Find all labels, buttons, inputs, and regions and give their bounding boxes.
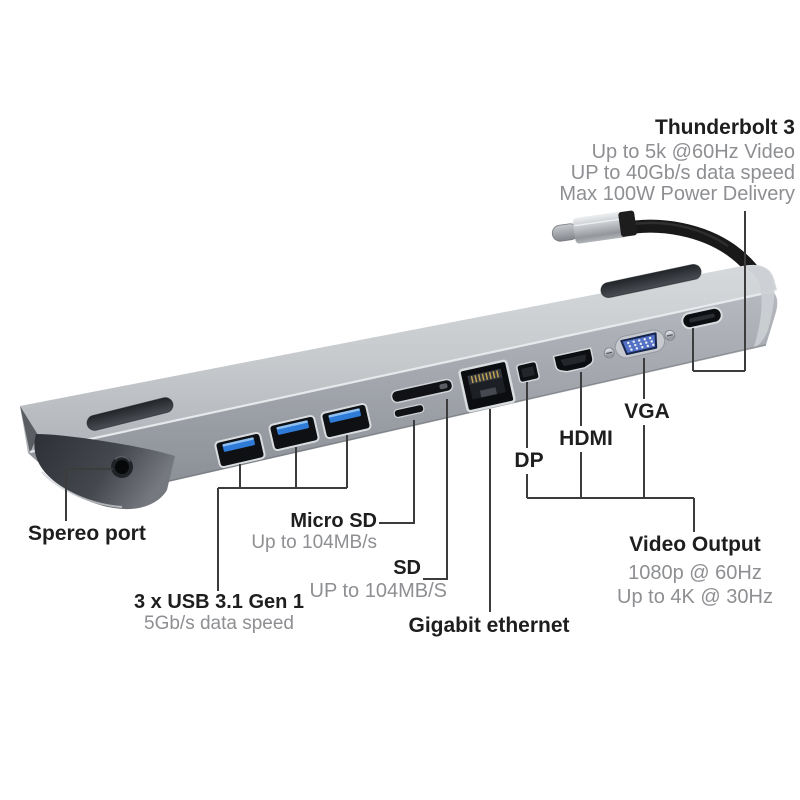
stereo-jack-port [111,455,133,478]
micro-sd-title: Micro SD [290,510,377,532]
grip-recess-right [600,263,702,299]
callout-line-video-output [527,497,695,532]
thunderbolt-spec-1: Up to 5k @60Hz Video [591,141,795,163]
mini-displayport-port [516,360,540,384]
label-dp: DP [504,448,554,474]
video-output-spec-2: Up to 4K @ 30Hz [617,586,773,608]
left-side-edge [20,406,38,453]
usb-a-port-2 [268,414,320,452]
usb-a-port-3 [320,402,372,440]
video-output-spec-1: 1080p @ 60Hz [628,562,762,584]
callout-line-sd [423,399,448,580]
micro-sd-slot [393,403,425,419]
usb-c-port [681,306,723,330]
label-ethernet: Gigabit ethernet [408,614,570,637]
video-output-title: Video Output [629,533,761,556]
ethernet-port [458,359,516,413]
thunderbolt-spec-3: Max 100W Power Delivery [559,183,795,205]
label-micro-sd: Micro SD Up to 104MB/s [227,510,377,553]
grip-recess-left [86,397,174,431]
label-sd: SD [393,557,421,579]
right-end-cap [743,265,775,347]
hdmi-port [552,347,594,373]
usb-a-port-1 [214,431,266,469]
callout-line-usb [217,435,348,591]
micro-sd-subtitle: Up to 104MB/s [251,532,377,553]
label-vga: VGA [618,399,676,425]
label-usb: 3 x USB 3.1 Gen 1 5Gb/s data speed [119,591,319,634]
usb-c-connector [551,210,637,244]
label-hdmi: HDMI [548,426,624,452]
label-stereo-port: Spereo port [28,522,146,545]
device-body [20,263,778,510]
sd-card-slot [390,378,454,404]
vga-port [603,329,676,359]
usb-subtitle: 5Gb/s data speed [144,613,294,634]
top-face [20,264,777,453]
front-top-highlight [29,289,776,454]
usb-title: 3 x USB 3.1 Gen 1 [133,591,305,613]
label-video-output: Video Output 1080p @ 60Hz Up to 4K @ 30H… [595,533,795,609]
label-sd-subtitle: UP to 104MB/S [309,580,447,602]
thunderbolt-spec-2: UP to 40Gb/s data speed [570,162,795,184]
callout-line-stereo [65,468,113,521]
label-thunderbolt: Thunderbolt 3 Up to 5k @60Hz Video UP to… [545,116,795,205]
callout-line-micro-sd [379,420,415,524]
bottom-shade [164,344,767,483]
thunderbolt-title: Thunderbolt 3 [655,116,795,139]
callout-line-thunderbolt [692,211,746,372]
left-end-cap [34,434,175,510]
